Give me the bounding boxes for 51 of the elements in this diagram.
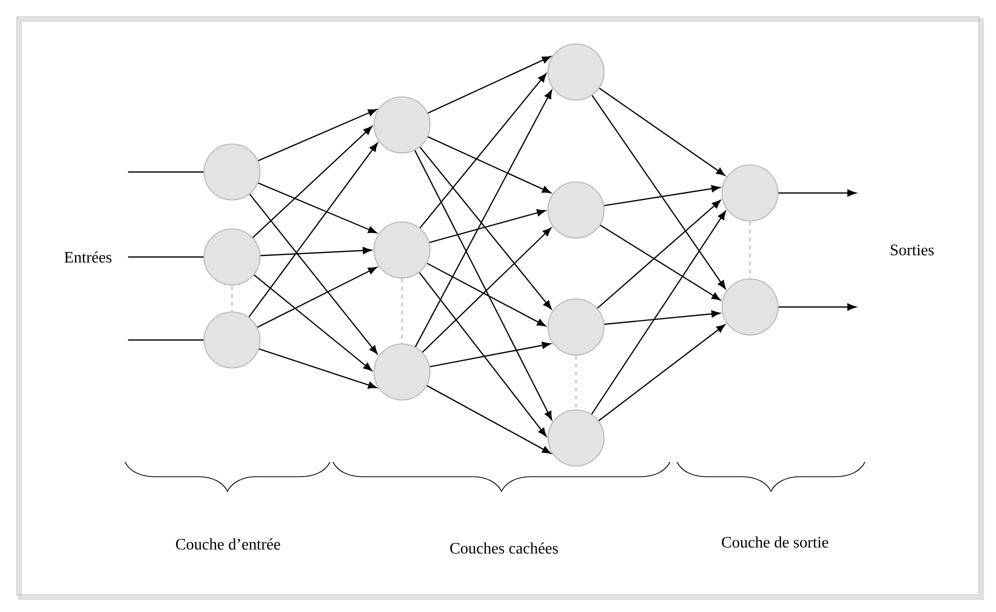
neuron-circle	[203, 228, 261, 286]
output-arrow	[778, 189, 856, 197]
neuron-circle	[547, 43, 605, 101]
arrow	[428, 56, 551, 114]
arrow	[591, 210, 726, 415]
neuron-circle	[721, 164, 779, 222]
arrow	[254, 274, 372, 372]
arrow	[258, 109, 377, 162]
arrow	[248, 142, 378, 318]
neuron-circle	[373, 221, 431, 279]
output-arrow	[778, 303, 856, 311]
arrow	[600, 224, 721, 300]
neuron-circle	[373, 96, 431, 154]
neuron-circle	[547, 409, 605, 467]
neuron-circle	[373, 343, 431, 401]
input-line	[128, 171, 204, 173]
layer-label: Couche d’entrée	[176, 538, 280, 550]
side-label: Entrées	[64, 251, 112, 263]
arrow	[604, 185, 720, 206]
neuron-circle	[721, 278, 779, 336]
neuron-circle	[203, 143, 261, 201]
input-line	[128, 256, 204, 258]
arrow	[257, 266, 378, 328]
arrow	[598, 324, 726, 422]
arrow	[426, 385, 552, 454]
arrow	[597, 200, 721, 309]
neuron-circle	[547, 181, 605, 239]
arrow	[428, 136, 551, 194]
arrow	[414, 150, 552, 420]
arrow	[252, 126, 372, 238]
layer-label: Couche de sortie	[722, 536, 828, 548]
arrow	[249, 194, 378, 354]
arrow	[422, 228, 552, 353]
arrow	[419, 272, 547, 437]
side-label: Sorties	[890, 244, 934, 256]
arrow	[430, 342, 551, 368]
layer-label: Couches cachées	[450, 542, 558, 554]
arrow	[599, 88, 726, 176]
arrow	[426, 262, 546, 326]
arrow	[429, 209, 546, 244]
arrow	[592, 95, 726, 290]
arrow	[604, 310, 720, 325]
arrow	[258, 348, 377, 389]
arrow	[258, 182, 377, 234]
neuron-circle	[203, 311, 261, 369]
arrow	[414, 90, 552, 348]
input-line	[128, 339, 204, 341]
neuron-circle	[547, 298, 605, 356]
arrow	[420, 146, 552, 310]
arrow	[420, 73, 546, 228]
arrow	[260, 246, 372, 256]
